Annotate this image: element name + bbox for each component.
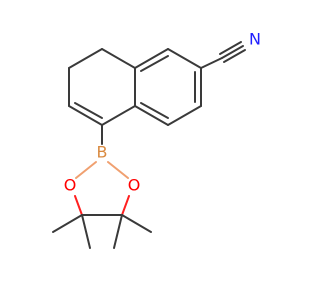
atom-oxygen-right: O: [128, 176, 141, 195]
bond-b-o-right: [107, 161, 129, 179]
bond-cc-double: [68, 105, 103, 126]
bond-o-c-left: [74, 195, 83, 216]
bond-o-c-right: [121, 195, 130, 216]
bond-cc-double-inner: [74, 102, 103, 119]
aromatic-ring: [134, 48, 202, 126]
bond-cn-triple-3: [223, 49, 246, 63]
nitrile-group: [200, 41, 246, 69]
bond-cn-triple-1: [221, 45, 244, 59]
bond-cn-triple-2: [219, 41, 242, 55]
atom-nitrogen: N: [249, 30, 261, 49]
molecule-structure-diagram: N B O O: [52, 30, 261, 249]
methyl-groups: [52, 214, 152, 249]
bond-ar-5-inner: [140, 55, 169, 72]
methyl-right-down: [113, 214, 123, 249]
atom-oxygen-left: O: [64, 176, 77, 195]
bond-ar-2: [167, 105, 202, 126]
bond-ring-fuse: [101, 105, 136, 126]
bond-ar-5: [134, 48, 169, 69]
methyl-left-down: [81, 214, 91, 249]
bond-ar-3: [134, 105, 169, 126]
bond-ch2-2: [68, 48, 103, 69]
bond-ch2-1: [101, 48, 136, 69]
methyl-left-side: [52, 214, 83, 233]
methyl-right-side: [121, 214, 152, 233]
bond-c-cn: [200, 57, 223, 69]
bond-ar-6: [167, 48, 202, 69]
dioxaborolane-ring: [74, 161, 130, 216]
atom-boron: B: [97, 143, 108, 162]
dihydro-ring: [68, 48, 136, 126]
bond-b-o-left: [75, 161, 97, 179]
bond-ar-3-inner: [140, 102, 169, 119]
